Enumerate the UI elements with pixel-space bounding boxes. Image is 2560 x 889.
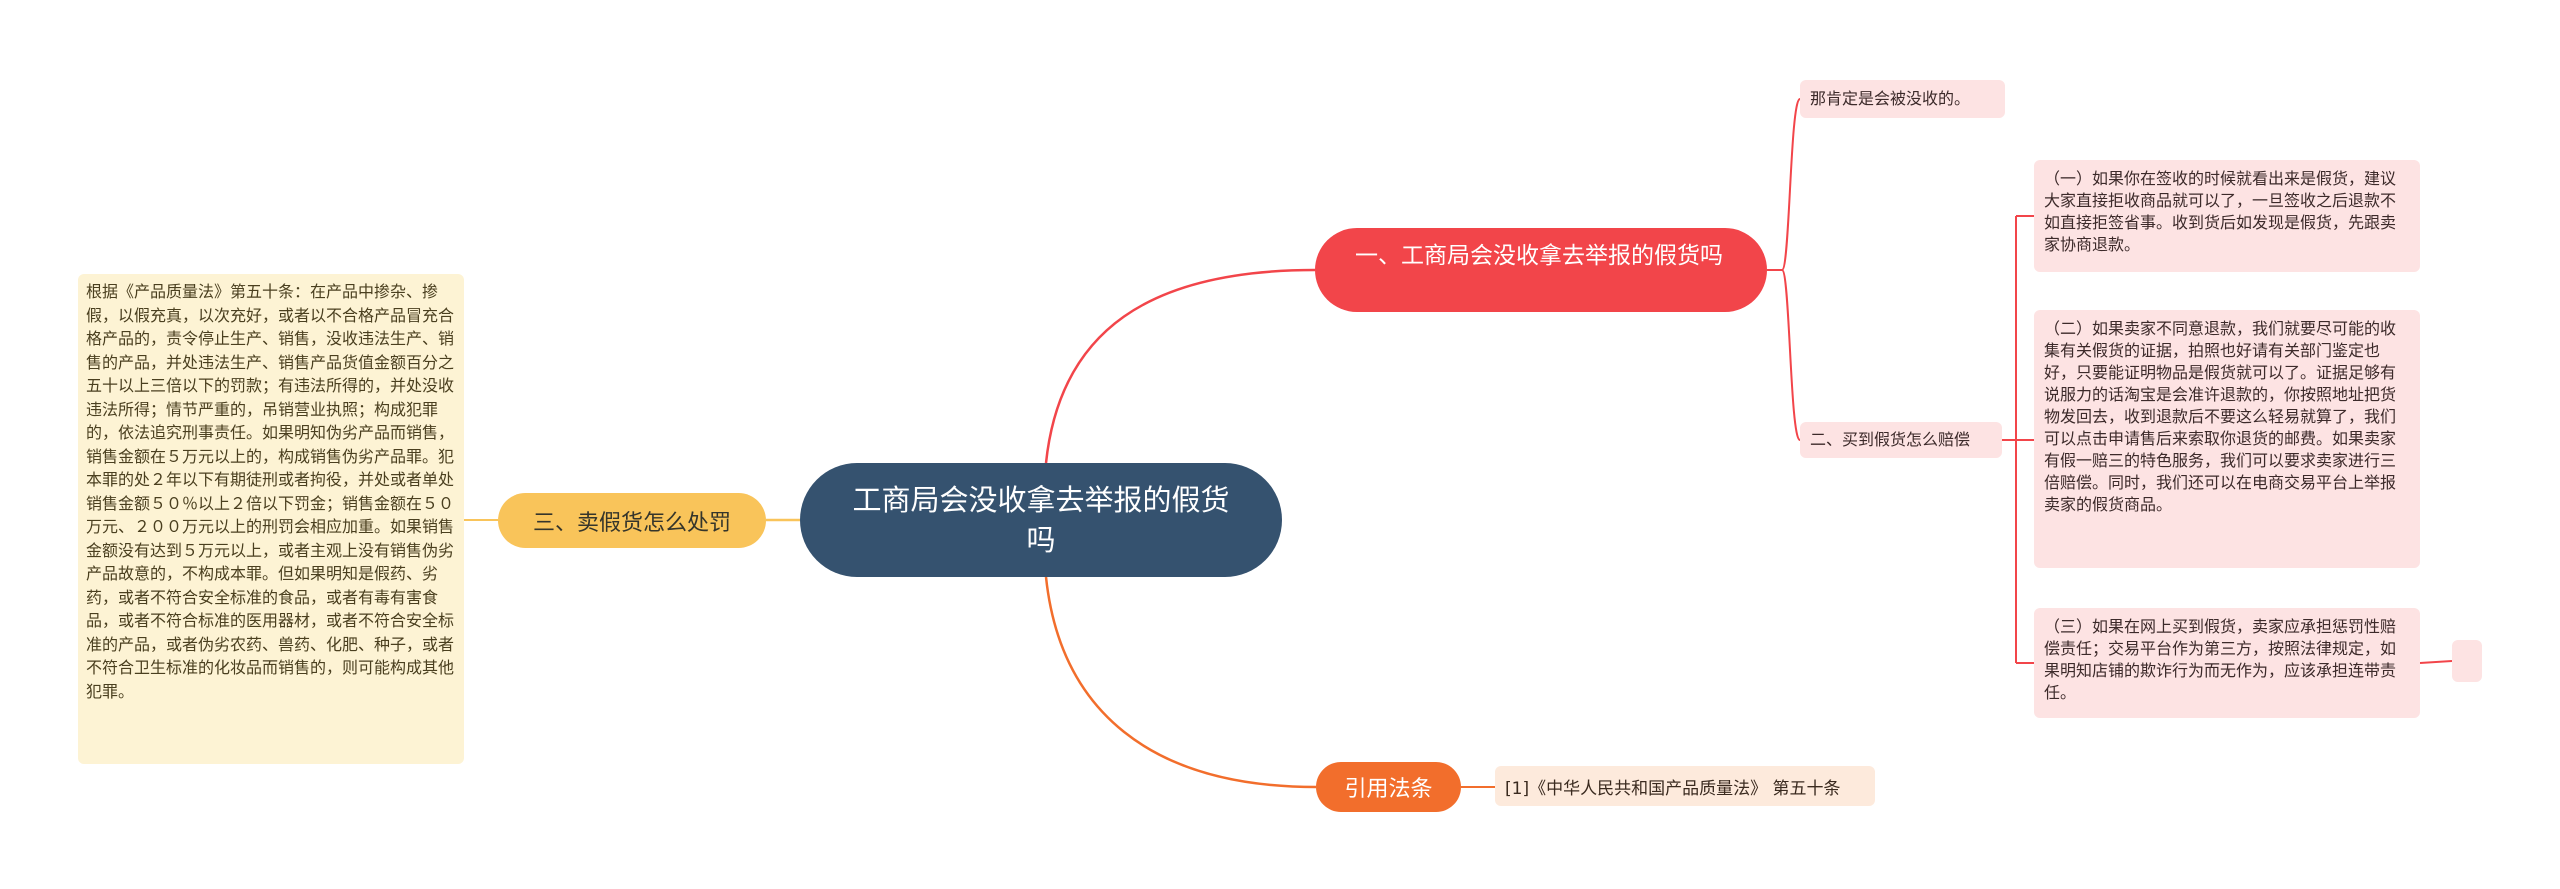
link-branch1-leaf bbox=[1767, 98, 1801, 271]
branch1-title: 一、工商局会没收拿去举报的假货吗 bbox=[1355, 243, 1723, 269]
branch4-node[interactable]: 引用法条 bbox=[1316, 762, 1461, 812]
branch4-ref[interactable]: [1]《中华人民共和国产品质量法》 第五十条 bbox=[1495, 766, 1875, 806]
branch3-title: 三、卖假货怎么处罚 bbox=[532, 510, 731, 536]
branch2-node[interactable]: 二、买到假货怎么赔偿 bbox=[1800, 422, 2002, 458]
detail-1[interactable]: （一）如果你在签收的时候就看出来是假货，建议大家直接拒收商品就可以了，一旦签收之… bbox=[2034, 160, 2420, 272]
branch1-leaf-text: 那肯定是会被没收的。 bbox=[1810, 89, 1971, 108]
link-root-branch4 bbox=[1044, 576, 1317, 789]
detail-3[interactable]: （三）如果在网上买到假货，卖家应承担惩罚性赔偿责任；交易平台作为第三方，按照法律… bbox=[2034, 608, 2420, 718]
branch2-title: 二、买到假货怎么赔偿 bbox=[1810, 430, 1971, 449]
root-title: 工商局会没收拿去举报的假货吗 bbox=[852, 483, 1230, 557]
branch1-node[interactable]: 一、工商局会没收拿去举报的假货吗 bbox=[1315, 228, 1767, 312]
branch4-title: 引用法条 bbox=[1344, 777, 1433, 802]
link-branch1-sub bbox=[1781, 269, 1801, 441]
branch4-ref-text: [1]《中华人民共和国产品质量法》 第五十条 bbox=[1505, 778, 1841, 799]
link-sub-details bbox=[2002, 215, 2034, 664]
link-d3-tiny bbox=[2419, 660, 2453, 664]
branch1-leaf[interactable]: 那肯定是会被没收的。 bbox=[1800, 80, 2005, 118]
root-node[interactable]: 工商局会没收拿去举报的假货吗 bbox=[800, 463, 1282, 577]
empty-leaf[interactable] bbox=[2452, 640, 2482, 682]
link-root-branch1 bbox=[1044, 268, 1316, 464]
branch3-node[interactable]: 三、卖假货怎么处罚 bbox=[498, 493, 766, 548]
branch3-detail[interactable]: 根据《产品质量法》第五十条：在产品中掺杂、掺假，以假充真，以次充好，或者以不合格… bbox=[78, 274, 464, 764]
detail-2[interactable]: （二）如果卖家不同意退款，我们就要尽可能的收集有关假货的证据，拍照也好请有关部门… bbox=[2034, 310, 2420, 568]
